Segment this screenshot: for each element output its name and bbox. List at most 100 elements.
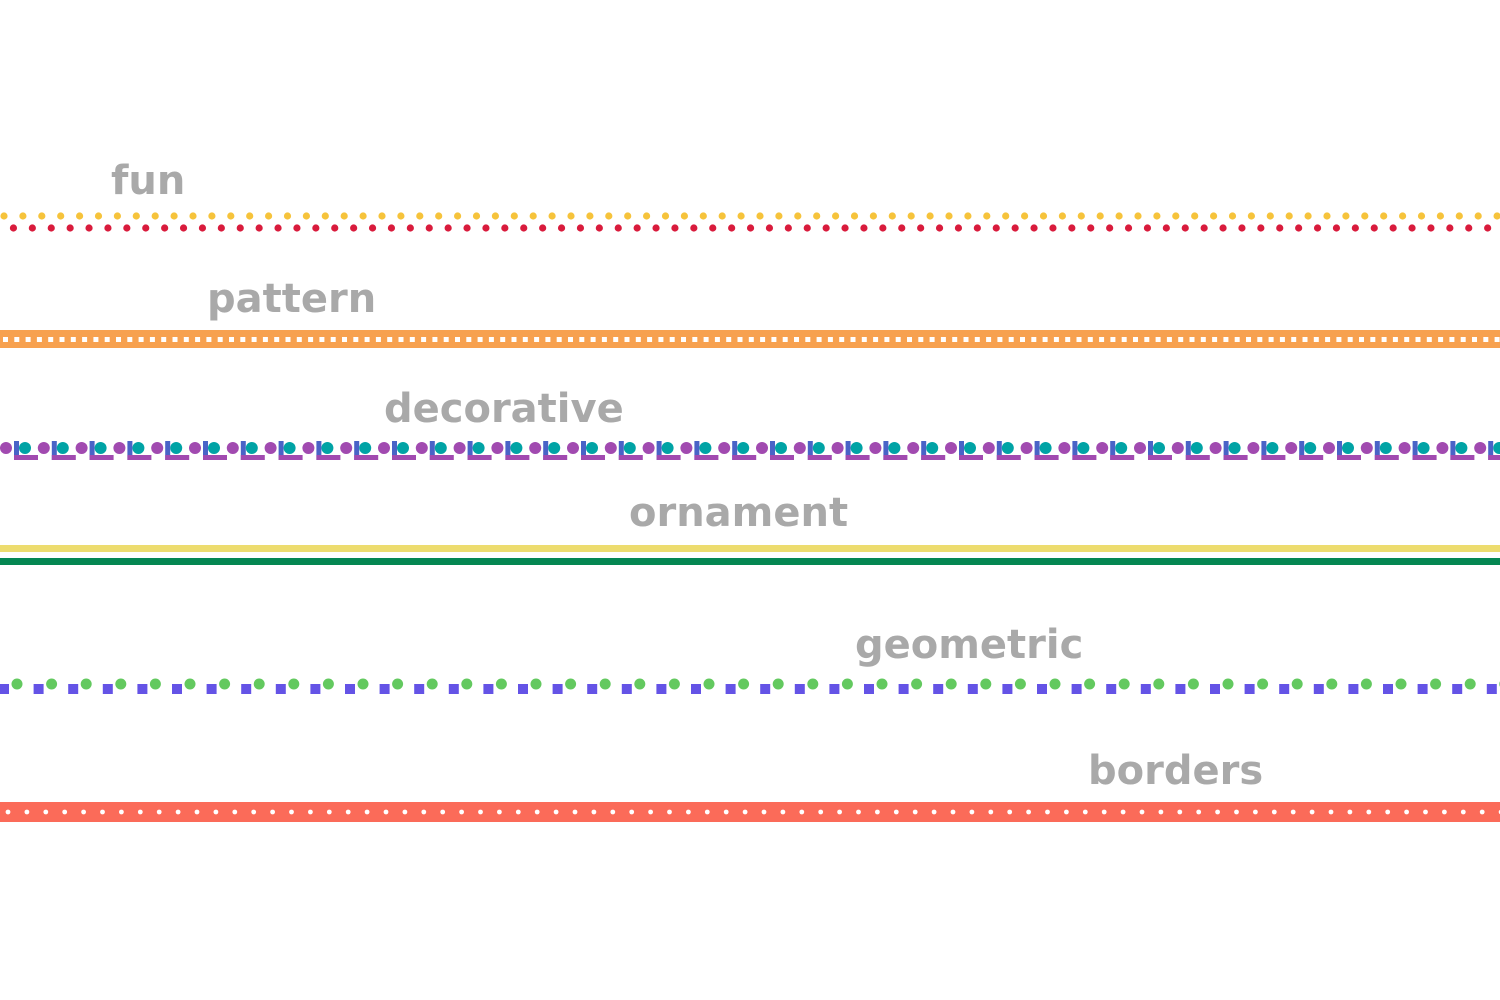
pattern-hole [48, 337, 54, 342]
borders-dot [251, 809, 257, 815]
geometric-square [1071, 684, 1082, 694]
pattern-hole [1246, 337, 1251, 342]
geometric-dot [1464, 678, 1476, 690]
fun-dot-bottom [1484, 224, 1492, 232]
fun-dot-bottom [1219, 224, 1227, 232]
pattern-hole [421, 337, 427, 342]
pattern-hole [251, 337, 257, 342]
decorative-bracket-post [807, 441, 813, 460]
geometric-dot [1049, 678, 1061, 690]
decorative-dot-pink [1247, 442, 1260, 454]
borders-dot [686, 809, 691, 815]
geometric-square [1417, 684, 1428, 694]
pattern-hole [692, 337, 698, 342]
fun-dot-top [661, 212, 670, 220]
borders-dot [1271, 809, 1277, 815]
borders-dot [648, 809, 653, 815]
pattern-hole [1223, 337, 1229, 342]
borders-dot [1120, 809, 1126, 815]
pattern-hole [25, 337, 31, 342]
decorative-dot-pink [415, 442, 428, 454]
geometric-dot [1222, 678, 1234, 690]
fun-dot-bottom [954, 224, 963, 232]
decorative-bracket-base [51, 455, 76, 460]
fun-dot-top [1417, 212, 1426, 220]
geometric-dot [945, 678, 957, 690]
borders-dot [818, 809, 824, 815]
pattern-hole [1155, 337, 1161, 342]
borders-dot [780, 809, 786, 815]
decorative-bracket-base [1450, 455, 1475, 460]
fun-dot-bottom [860, 224, 868, 232]
decorative-dot-pink [75, 442, 88, 454]
fun-dot-bottom [482, 224, 490, 232]
fun-dot-top [397, 212, 405, 220]
decorative-dot-teal [812, 442, 825, 454]
borders-dot [1328, 809, 1334, 815]
borders-dot [364, 809, 370, 815]
pattern-hole [183, 337, 189, 342]
fun-dot-top [491, 212, 499, 220]
pattern-hole [726, 337, 732, 342]
geometric-square [379, 684, 390, 694]
decorative-dot-pink [1096, 442, 1109, 454]
pattern-hole [274, 337, 280, 342]
decorative-bracket-post [278, 441, 284, 460]
fun-dot-bottom [1181, 224, 1189, 232]
geometric-square [864, 684, 874, 694]
borders-dot [667, 809, 672, 815]
fun-dot-top [1247, 212, 1255, 220]
fun-dot-top [1455, 212, 1463, 220]
geometric-square [0, 684, 9, 694]
decorative-dot-pink [793, 442, 806, 454]
fun-dot-bottom [784, 224, 792, 232]
pattern-hole [1234, 337, 1240, 342]
fun-dot-bottom [1313, 224, 1322, 232]
label-decorative: decorative [384, 386, 624, 432]
fun-dot-top [94, 212, 103, 220]
label-ornament: ornament [629, 490, 848, 536]
decorative-dot-teal [888, 442, 901, 454]
pattern-hole [353, 337, 359, 342]
geometric-square [1313, 684, 1324, 694]
geometric-square [933, 684, 944, 694]
borders-dot [761, 809, 767, 815]
pattern-hole [1370, 337, 1376, 342]
geometric-square [1037, 684, 1047, 694]
decorative-bracket-post [959, 441, 964, 460]
pattern-hole [511, 337, 517, 342]
fun-dot-top [926, 212, 934, 220]
decorative-dot-teal [132, 442, 145, 454]
fun-dot-top [1399, 212, 1407, 220]
fun-dot-bottom [1427, 224, 1435, 232]
ornament-band-green [0, 558, 1500, 565]
label-geometric: geometric [855, 622, 1083, 668]
pattern-hole [545, 337, 551, 342]
geometric-dot [357, 678, 369, 690]
pattern-hole [149, 337, 155, 342]
fun-dot-bottom [1068, 224, 1076, 232]
decorative-dot-teal [1266, 442, 1279, 454]
pattern-hole [1008, 337, 1014, 342]
fun-dot-bottom [368, 224, 377, 232]
decorative-dot-teal [359, 442, 372, 454]
geometric-dot [634, 678, 646, 690]
pattern-hole [342, 337, 347, 342]
decorative-bracket-base [165, 455, 190, 460]
fun-dot-top [76, 212, 84, 220]
pattern-hole [1212, 337, 1218, 342]
pattern-hole [1426, 337, 1432, 342]
fun-dot-top [340, 212, 348, 220]
decorative-bracket-base [1223, 455, 1248, 460]
decorative-bracket-post [770, 441, 775, 460]
decorative-bracket-base [1110, 455, 1135, 460]
fun-dot-bottom [217, 224, 225, 232]
label-fun: fun [111, 158, 185, 204]
fun-dot-top [472, 212, 481, 220]
fun-dot-top [19, 212, 27, 220]
label-borders: borders [1088, 748, 1263, 794]
decorative-bracket-post [732, 441, 738, 460]
decorative-bracket-base [732, 455, 757, 460]
fun-dot-bottom [123, 224, 131, 232]
decorative-dot-teal [1228, 442, 1241, 454]
